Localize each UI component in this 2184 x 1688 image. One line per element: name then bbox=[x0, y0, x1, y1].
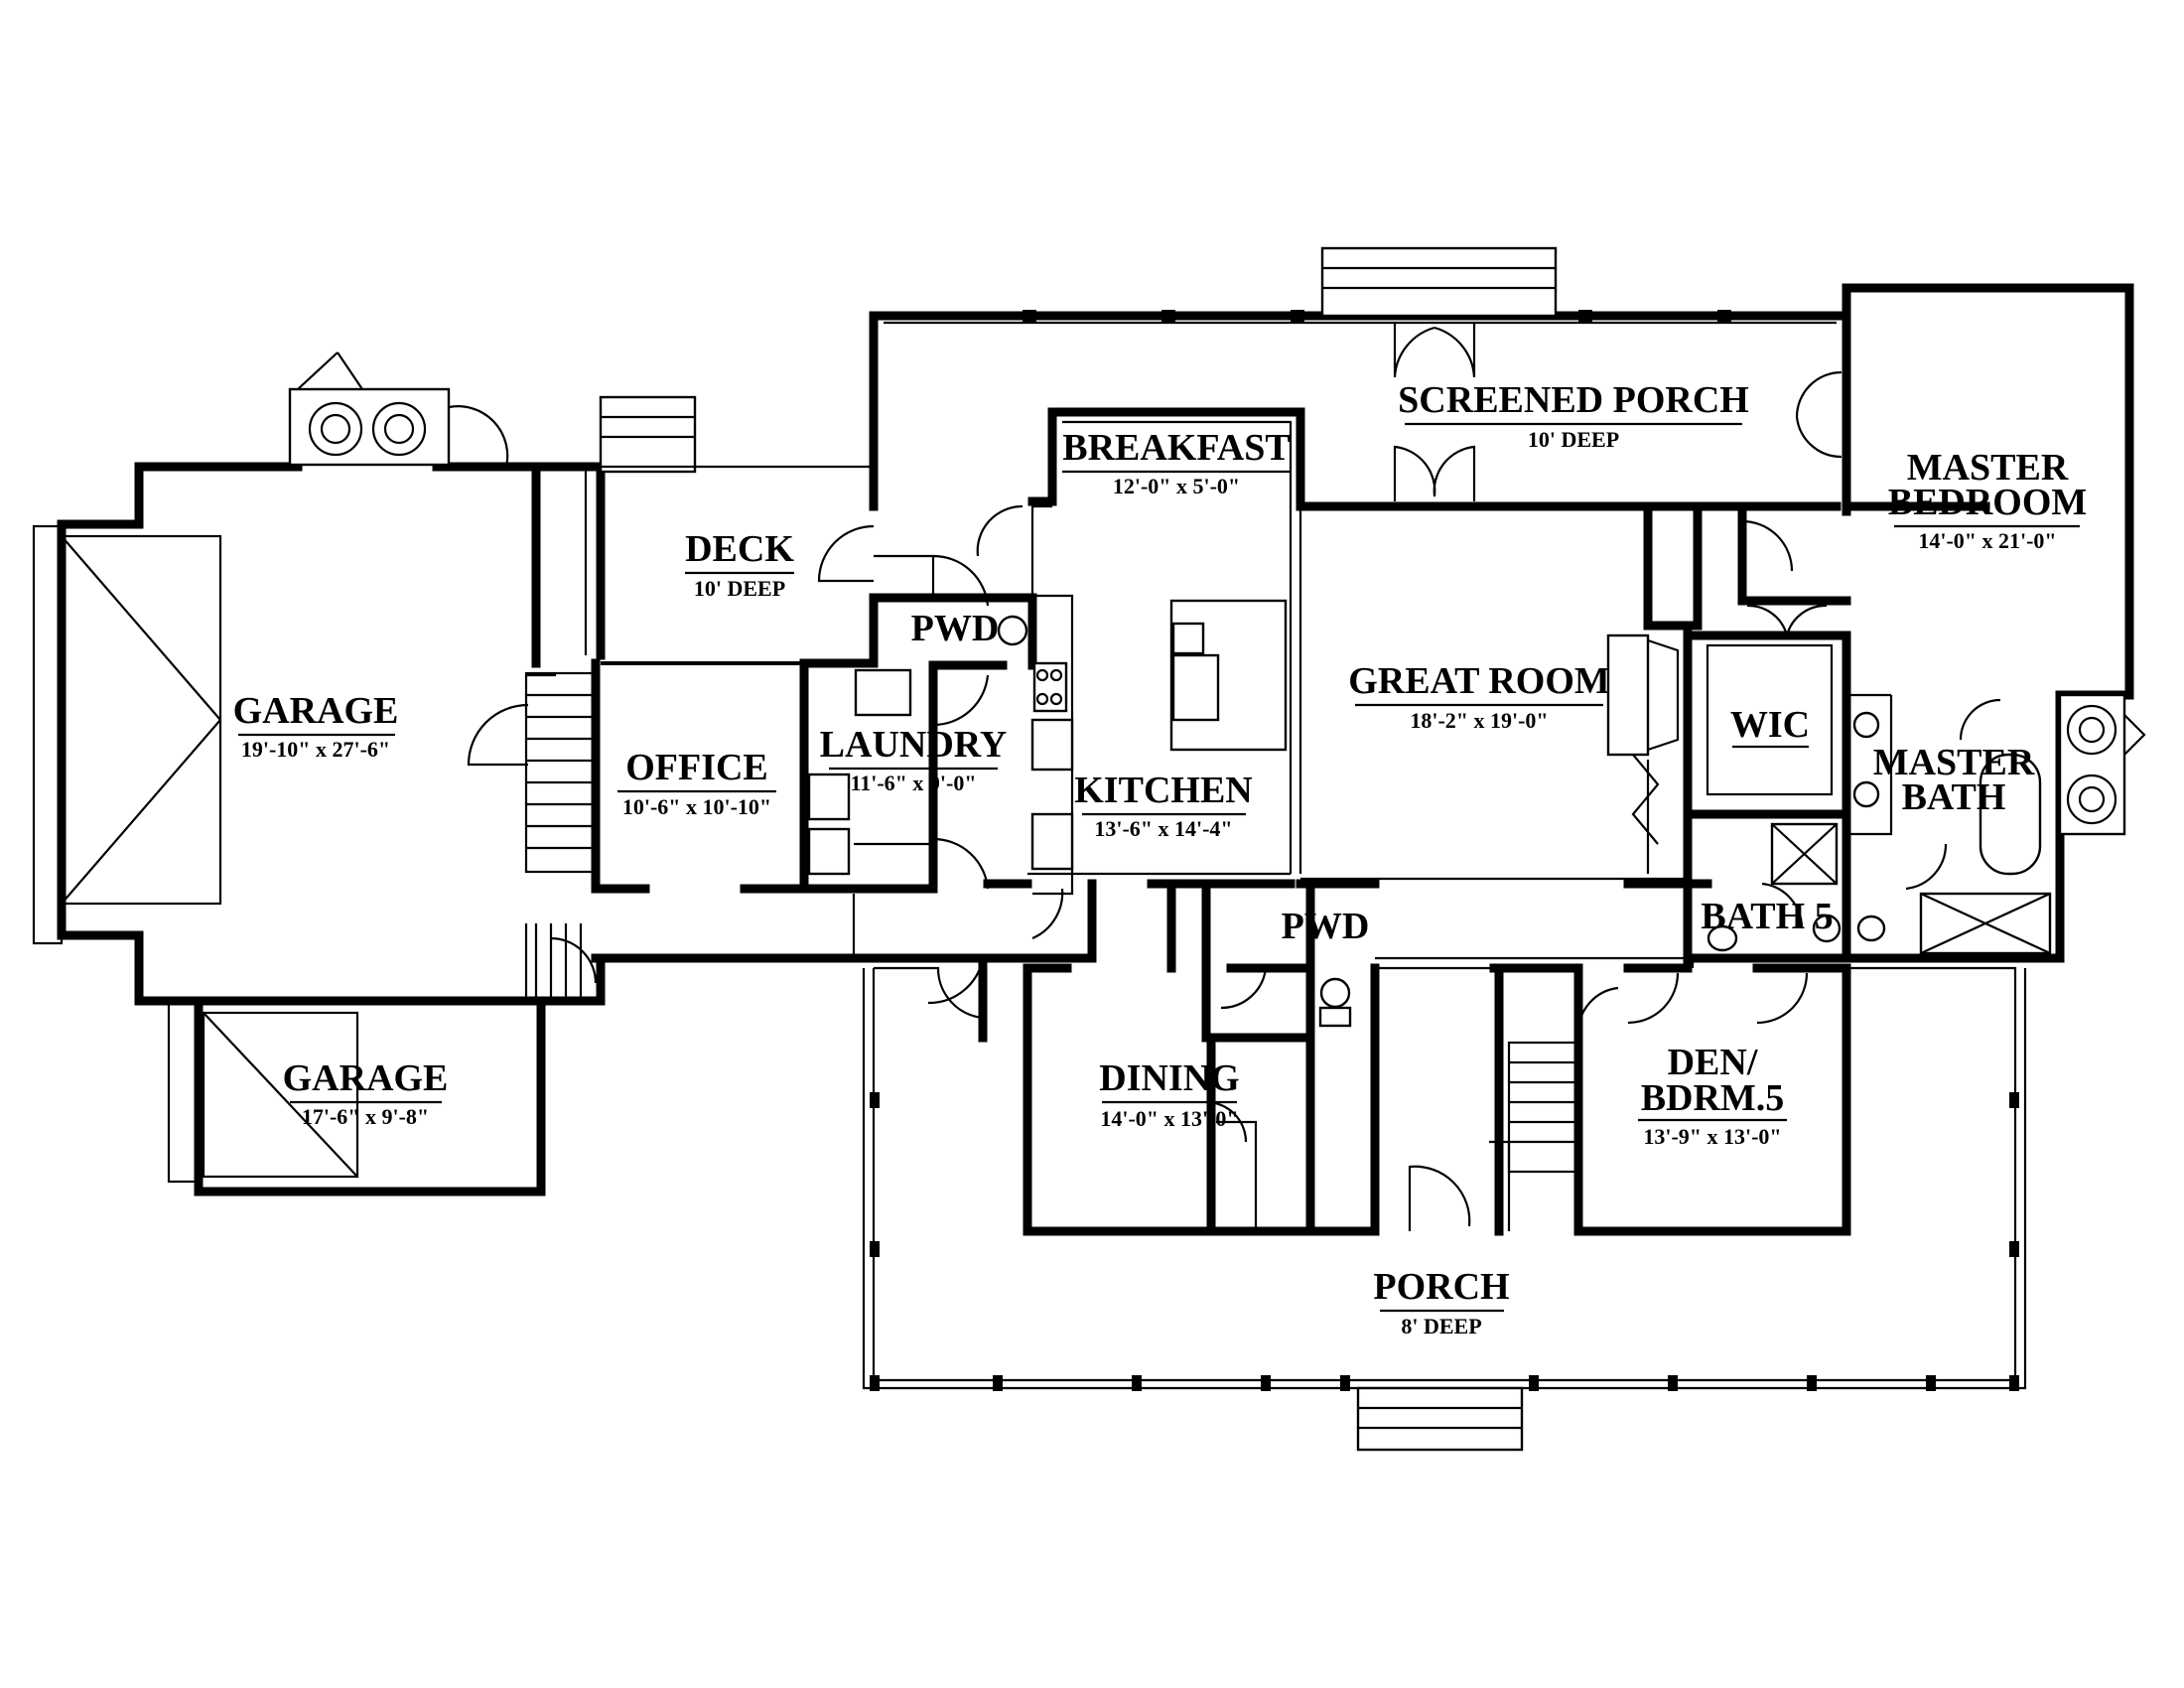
kitchen-label: KITCHEN bbox=[1074, 770, 1252, 811]
wic-label: WIC bbox=[1730, 704, 1810, 746]
main-walls bbox=[869, 246, 2146, 963]
office-dims: 10'-6" x 10'-10" bbox=[622, 794, 771, 819]
pwd2-label: PWD bbox=[1282, 906, 1370, 947]
den-dims: 13'-9" x 13'-0" bbox=[1643, 1124, 1781, 1149]
deck-dims: 10' DEEP bbox=[694, 576, 785, 601]
lower-garage bbox=[167, 996, 546, 1196]
office-label: OFFICE bbox=[625, 747, 768, 788]
master-bedroom-label-1: MASTER bbox=[1907, 447, 2069, 489]
deck-label: DECK bbox=[685, 528, 794, 570]
dining-label: DINING bbox=[1099, 1057, 1239, 1099]
porch-dims: 8' DEEP bbox=[1401, 1314, 1481, 1338]
great-room-label: GREAT ROOM bbox=[1348, 660, 1610, 702]
hvac-units-garage bbox=[288, 352, 451, 467]
dining-dims: 14'-0" x 13'-0" bbox=[1100, 1106, 1238, 1131]
breakfast-label: BREAKFAST bbox=[1062, 427, 1290, 469]
master-bedroom-label-2: BEDROOM bbox=[1888, 482, 2088, 523]
hvac-units-master bbox=[2058, 693, 2146, 836]
garage2-dims: 17'-6" x 9'-8" bbox=[302, 1104, 429, 1129]
master-bath-label-2: BATH bbox=[1902, 776, 2006, 818]
front-porch bbox=[862, 310, 2027, 1452]
front-rooms bbox=[591, 879, 1851, 1236]
garage-label: GARAGE bbox=[233, 690, 399, 732]
label-underlines bbox=[238, 422, 2080, 1313]
laundry-dims: 11'-6" x 9'-0" bbox=[850, 771, 976, 795]
deck-area bbox=[599, 328, 876, 665]
kitchen-dims: 13'-6" x 14'-4" bbox=[1094, 816, 1232, 841]
garage2-label: GARAGE bbox=[283, 1057, 449, 1099]
breakfast-dims: 12'-0" x 5'-0" bbox=[1113, 474, 1240, 498]
den-label-2: BDRM.5 bbox=[1641, 1077, 1785, 1119]
office-laundry-block bbox=[591, 554, 1037, 960]
master-bedroom-dims: 14'-0" x 21'-0" bbox=[1918, 528, 2056, 553]
den-label-1: DEN/ bbox=[1668, 1042, 1758, 1083]
room-labels: GARAGE 19'-10" x 27'-6" GARAGE 17'-6" x … bbox=[233, 379, 2088, 1338]
garage-stair bbox=[524, 671, 600, 1000]
pwd1-label: PWD bbox=[911, 608, 1000, 649]
great-room-dims: 18'-2" x 19'-0" bbox=[1410, 708, 1548, 733]
master-bath-label-1: MASTER bbox=[1873, 742, 2035, 783]
garage-dims: 19'-10" x 27'-6" bbox=[241, 737, 390, 762]
garage-wing bbox=[32, 352, 606, 1006]
bath5-label: BATH 5 bbox=[1701, 896, 1833, 937]
porch-label: PORCH bbox=[1373, 1266, 1509, 1308]
screened-porch-dims: 10' DEEP bbox=[1528, 427, 1619, 452]
screened-porch-label: SCREENED PORCH bbox=[1398, 379, 1749, 421]
laundry-label: LAUNDRY bbox=[820, 724, 1008, 766]
